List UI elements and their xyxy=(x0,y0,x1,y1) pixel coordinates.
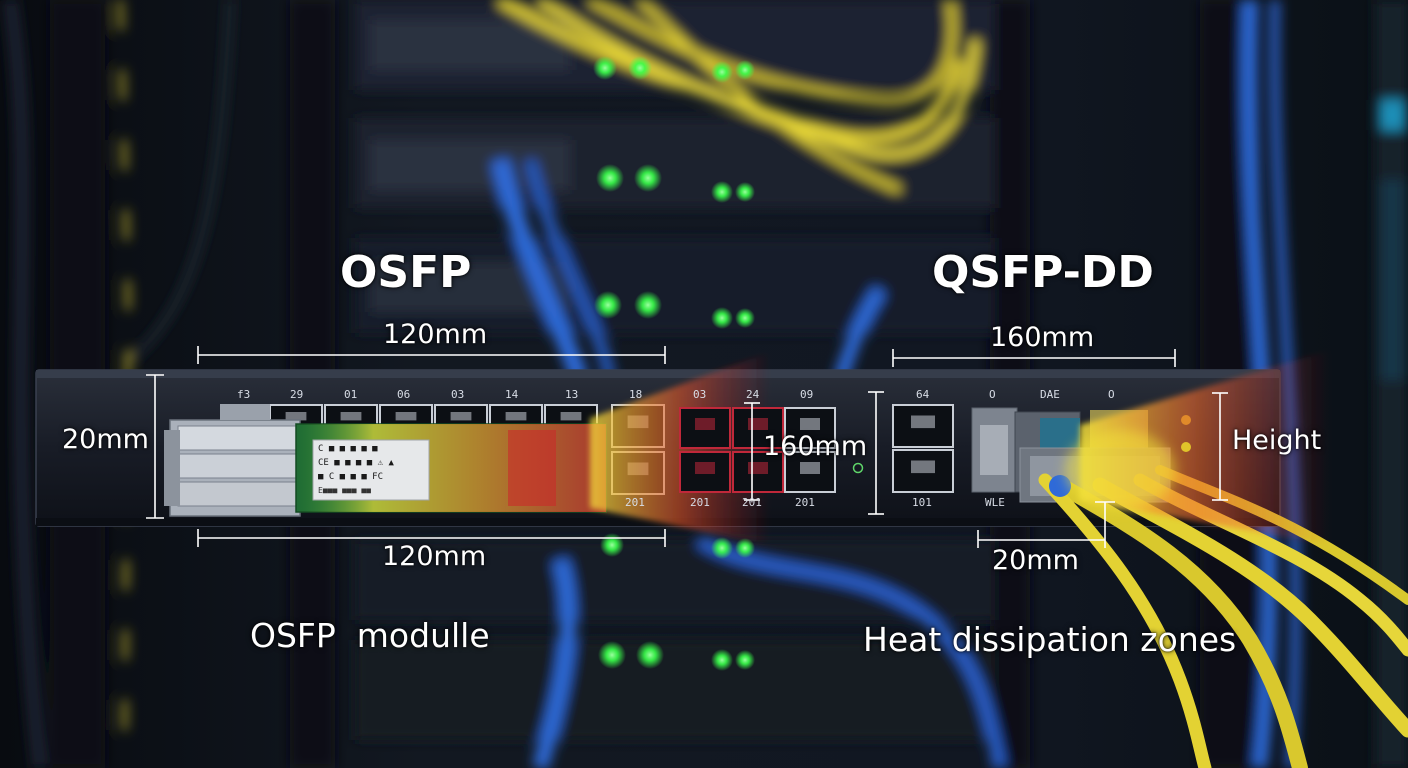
port-number-top: f3 xyxy=(237,388,251,401)
module-label-line-1: C ■ ■ ■ ■ ■ xyxy=(318,444,378,454)
panel-status-led xyxy=(1181,415,1191,425)
rj45-port-contacts xyxy=(911,415,935,429)
caption-heat-dissipation: Heat dissipation zones xyxy=(863,620,1237,659)
port-number-top: O xyxy=(1108,388,1115,401)
port-number-top: 29 xyxy=(290,388,304,401)
port-number-top: 01 xyxy=(344,388,358,401)
rj45-port-red[interactable] xyxy=(679,407,731,449)
panel-status-led xyxy=(852,462,864,474)
dimension-right-bottom: 20mm xyxy=(992,545,1079,576)
title-osfp: OSFP xyxy=(340,247,472,298)
rj45-port-contacts xyxy=(285,412,307,421)
rj45-port-contacts xyxy=(395,412,417,421)
dimension-lines xyxy=(146,346,1228,548)
port-number-top: 18 xyxy=(629,388,643,401)
port-number-top: 06 xyxy=(397,388,411,401)
rj45-port-contacts xyxy=(800,462,820,474)
rj45-port-block-right xyxy=(892,404,954,493)
dimension-right-top: 160mm xyxy=(990,322,1095,353)
port-number-bottom: WLE xyxy=(985,496,1005,509)
port-number-bottom: 201 xyxy=(742,496,762,509)
osfp-module xyxy=(164,404,607,517)
rj45-port-red-contacts xyxy=(695,418,715,430)
module-label-line-4: E■■■ ■■■ ■■ xyxy=(318,486,371,495)
rj45-port-contacts xyxy=(450,412,472,421)
port-number-top: 64 xyxy=(916,388,930,401)
rj45-port-contacts xyxy=(340,412,362,421)
title-qsfp-dd: QSFP-DD xyxy=(932,247,1154,298)
panel-status-led xyxy=(1181,442,1191,452)
caption-osfp-module: OSFP modulle xyxy=(250,616,490,655)
rj45-port-contacts xyxy=(800,418,820,430)
module-label-line-2: CE ■ ■ ■ ■ ⚠ ▲ xyxy=(318,458,394,468)
dimension-middle: 160mm xyxy=(763,431,868,462)
rj45-port-contacts xyxy=(560,412,582,421)
port-number-bottom: 101 xyxy=(912,496,932,509)
port-number-bottom: 201 xyxy=(690,496,710,509)
dimension-left-height: 20mm xyxy=(62,424,149,455)
rj45-port-red-contacts xyxy=(748,462,768,474)
port-number-top: O xyxy=(989,388,996,401)
rj45-port-contacts xyxy=(911,460,935,474)
port-number-top: 14 xyxy=(505,388,519,401)
rj45-port-red-contacts xyxy=(695,462,715,474)
rj45-port-red[interactable] xyxy=(732,451,784,493)
dimension-left-bottom: 120mm xyxy=(382,541,487,572)
rj45-port-red-contacts xyxy=(748,418,768,430)
port-number-top: 03 xyxy=(693,388,707,401)
dimension-right-height: Height xyxy=(1232,425,1322,456)
port-number-top: 09 xyxy=(800,388,814,401)
port-number-bottom: 201 xyxy=(795,496,815,509)
rj45-port-block-mid xyxy=(679,407,836,493)
module-label-line-3: ■ C ■ ■ ■ FC xyxy=(318,472,384,482)
port-number-top: 03 xyxy=(451,388,465,401)
rack-status-leds xyxy=(593,56,755,671)
port-number-top: 13 xyxy=(565,388,579,401)
port-number-top: 24 xyxy=(746,388,760,401)
port-number-bottom: 201 xyxy=(625,496,645,509)
port-number-top: DAE xyxy=(1040,388,1060,401)
dimension-left-top: 120mm xyxy=(383,319,488,350)
rj45-port-contacts xyxy=(505,412,527,421)
